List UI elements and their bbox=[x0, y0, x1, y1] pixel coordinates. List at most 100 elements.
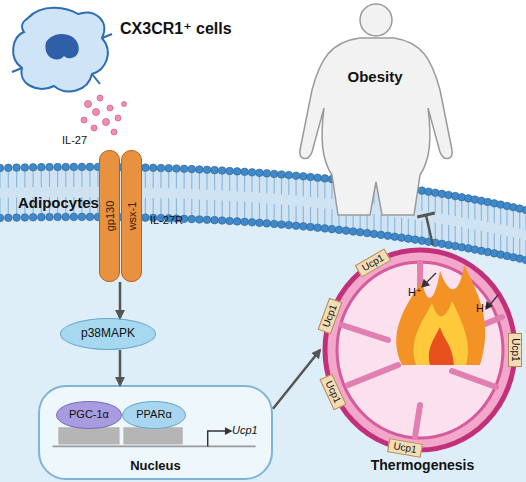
immune-cell-art bbox=[8, 0, 223, 100]
lipid-head bbox=[321, 225, 329, 233]
mitochondrion: ThermogenesisUcp1Ucp1Ucp1Ucp1Ucp1 bbox=[320, 245, 525, 455]
receptor-subunit: gp130 bbox=[99, 150, 120, 282]
lipid-tail bbox=[468, 202, 469, 244]
lipid-tail bbox=[145, 172, 146, 214]
annotation-label: H⁺ bbox=[408, 286, 422, 299]
lipid-head bbox=[188, 215, 196, 223]
lipid-head bbox=[314, 174, 322, 182]
lipid-tail bbox=[176, 173, 177, 215]
lipid-head bbox=[86, 163, 94, 171]
lipid-head bbox=[142, 164, 150, 172]
lipid-head bbox=[370, 230, 378, 238]
lipid-tail bbox=[448, 199, 449, 241]
lipid-head bbox=[425, 238, 433, 246]
lipid-tail bbox=[191, 173, 192, 215]
lipid-head bbox=[86, 213, 94, 221]
lipid-bilayer bbox=[0, 163, 526, 264]
lipid-tail bbox=[519, 213, 520, 255]
lipid-head bbox=[196, 216, 204, 224]
lipid-head bbox=[522, 206, 526, 214]
lipid-head bbox=[54, 213, 62, 221]
annotation-label: Ucp1 bbox=[232, 424, 258, 437]
lipid-head bbox=[157, 164, 165, 172]
lipid-tail bbox=[461, 201, 462, 243]
lipid-head bbox=[299, 173, 307, 181]
lipid-head bbox=[21, 214, 29, 222]
lipid-tail bbox=[229, 175, 230, 217]
lipid-head bbox=[188, 165, 196, 173]
lipid-head bbox=[418, 237, 426, 245]
lipid-head bbox=[270, 170, 278, 178]
lipid-tail bbox=[435, 197, 436, 239]
lipid-tail bbox=[281, 179, 282, 221]
lipid-head bbox=[248, 219, 256, 227]
lipid-head bbox=[62, 213, 70, 221]
immune-cell: CX3CR1⁺ cells bbox=[8, 0, 223, 100]
lipid-tail bbox=[295, 180, 296, 222]
lipid-tail bbox=[506, 210, 507, 252]
lipid-head bbox=[78, 163, 86, 171]
lipid-head bbox=[263, 170, 271, 178]
lipid-head bbox=[299, 223, 307, 231]
lipid-head bbox=[165, 164, 173, 172]
lipid-tail bbox=[455, 200, 456, 242]
lipid-head bbox=[432, 239, 440, 247]
lipid-tail bbox=[513, 211, 514, 253]
lipid-head bbox=[46, 213, 54, 221]
node-label: Ucp1 bbox=[510, 334, 522, 366]
lipid-tail bbox=[160, 172, 161, 214]
coactivator-oval: PGC-1α bbox=[56, 401, 122, 429]
lipid-tail bbox=[0, 172, 1, 214]
lipid-head bbox=[256, 219, 264, 227]
node-label: wsx-1 bbox=[125, 202, 138, 231]
adipocyte-region: Adipocytesgp130wsx-1p38MAPKNucleusPGC-1α… bbox=[0, 168, 526, 482]
node-label: CX3CR1⁺ cells bbox=[120, 20, 232, 38]
lipid-tail bbox=[487, 206, 488, 248]
lipid-head bbox=[218, 167, 226, 175]
lipid-head bbox=[278, 221, 286, 229]
lipid-head bbox=[356, 228, 364, 236]
lipid-head bbox=[13, 214, 21, 222]
lipid-head bbox=[149, 164, 157, 172]
lipid-head bbox=[211, 216, 219, 224]
node-label: PGC-1α bbox=[57, 408, 121, 421]
lipid-head bbox=[438, 240, 446, 248]
lipid-head bbox=[29, 213, 37, 221]
lipid-head bbox=[384, 232, 392, 240]
lipid-head bbox=[432, 189, 440, 197]
lipid-tail bbox=[481, 205, 482, 247]
lipid-tail bbox=[428, 196, 429, 238]
lipid-tail bbox=[441, 198, 442, 240]
lipid-head bbox=[5, 164, 13, 172]
lipid-head bbox=[425, 188, 433, 196]
lipid-head bbox=[241, 218, 249, 226]
lipid-head bbox=[522, 256, 526, 264]
lipid-tail bbox=[244, 176, 245, 218]
lipid-head bbox=[263, 220, 271, 228]
lipid-tail bbox=[259, 177, 260, 219]
lipid-head bbox=[411, 236, 419, 244]
lipid-head bbox=[173, 165, 181, 173]
lipid-head bbox=[270, 220, 278, 228]
lipid-head bbox=[218, 217, 226, 225]
connector-line bbox=[273, 350, 320, 409]
lipid-head bbox=[248, 169, 256, 177]
lipid-tail bbox=[474, 204, 475, 246]
lipid-tail bbox=[288, 179, 289, 221]
lipid-head bbox=[278, 171, 286, 179]
lipid-tail bbox=[331, 183, 332, 225]
lipid-head bbox=[292, 222, 300, 230]
lipid-tail bbox=[222, 175, 223, 217]
lipid-head bbox=[285, 171, 293, 179]
lipid-tail bbox=[525, 214, 526, 256]
lipid-head bbox=[46, 163, 54, 171]
arrow-connector bbox=[120, 282, 121, 318]
lipid-head bbox=[256, 169, 264, 177]
ucp1-protein: Ucp1 bbox=[508, 333, 522, 367]
lipid-tail bbox=[184, 173, 185, 215]
lipid-head bbox=[241, 168, 249, 176]
lipid-head bbox=[21, 164, 29, 172]
lipid-head bbox=[0, 214, 4, 222]
node-label: Nucleus bbox=[40, 459, 271, 474]
